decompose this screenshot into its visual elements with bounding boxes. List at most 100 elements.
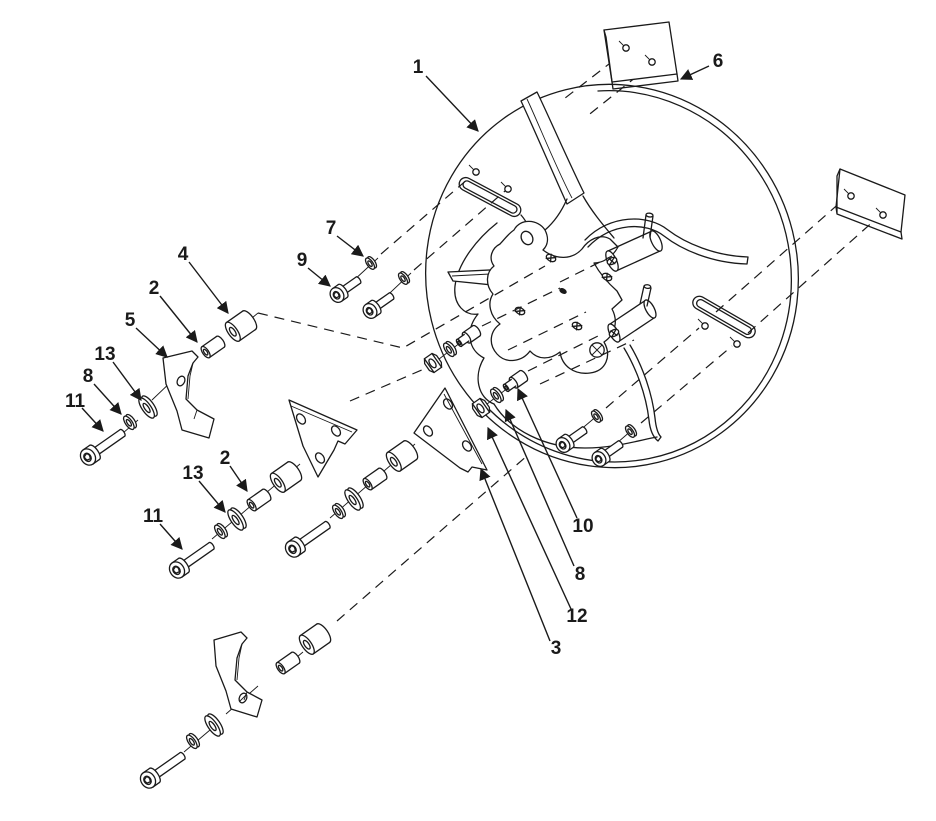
socket-screw: [165, 537, 219, 582]
washer-small: [120, 412, 140, 432]
socket-screw: [281, 516, 335, 561]
bolt-stack-one: [165, 458, 306, 582]
washer-small: [183, 731, 203, 751]
callout-8: 8: [504, 408, 586, 585]
callout-arrow: [93, 383, 122, 415]
spacer-sleeve: [198, 334, 228, 360]
wiper-arm-lower: [623, 344, 662, 442]
callout-3: 3: [479, 467, 562, 659]
axis-hidden-through-hub: [507, 255, 635, 385]
callout-10: 10: [517, 387, 594, 537]
callout-label: 1: [413, 57, 424, 78]
callout-11: 11: [143, 506, 183, 550]
callout-arrow: [198, 480, 226, 513]
callout-arrow: [479, 467, 551, 642]
slot-right: [692, 295, 756, 348]
callout-arrow: [135, 327, 168, 358]
callout-label: 11: [65, 391, 86, 412]
bushing: [221, 307, 261, 345]
callout-arrow: [679, 65, 710, 80]
socket-screw-short: [359, 288, 398, 322]
callout-13: 13: [94, 344, 142, 401]
standoff-upper: [605, 212, 663, 272]
standoff-pin: [642, 214, 654, 239]
washer: [396, 269, 412, 287]
callout-label: 8: [83, 366, 94, 387]
nut-group-b: [469, 368, 530, 420]
callout-label: 2: [149, 278, 160, 299]
wear-plate-top: [603, 21, 679, 90]
callout-11: 11: [65, 391, 104, 432]
wiper-arm-right: [584, 218, 749, 265]
socket-screw: [76, 424, 130, 469]
hub-hole: [520, 230, 534, 246]
fin-vertical-edge: [526, 98, 573, 199]
callout-arrow: [336, 235, 364, 257]
callout-arrow: [487, 426, 572, 610]
angle-bracket: [162, 350, 215, 439]
nut-group-a: [421, 323, 483, 375]
washer-small: [211, 521, 231, 541]
callout-arrow: [307, 267, 331, 287]
axis-screws-to-left-slot: [380, 177, 506, 271]
callout-7: 7: [326, 218, 364, 257]
disc-face-contour: [454, 222, 498, 405]
axis-right-plate: [715, 199, 877, 334]
callout-arrow: [112, 361, 142, 401]
fin-to-hub-links: [544, 195, 615, 239]
callout-label: 7: [326, 218, 337, 239]
callout-arrow: [517, 387, 578, 519]
socket-screw-short: [326, 272, 365, 306]
standoff-pin: [639, 285, 652, 307]
callout-2: 2: [220, 448, 248, 492]
callout-4: 4: [178, 244, 229, 314]
callout-8: 8: [83, 366, 122, 415]
callout-arrow: [504, 408, 575, 567]
assembly-axes: [257, 49, 877, 622]
callout-label: 2: [220, 448, 231, 469]
axis-upper-left-group: [257, 265, 546, 349]
callout-arrow: [81, 407, 104, 432]
callout-1: 1: [413, 57, 479, 132]
triangle-bracket-left: [288, 399, 358, 478]
hub-plate: [486, 220, 623, 374]
axis-lower-right-screws: [605, 327, 733, 424]
callout-label: 13: [94, 344, 115, 365]
socket-screw: [136, 747, 190, 792]
callout-label: 3: [551, 638, 562, 659]
hardware-group-upper-left: [76, 307, 261, 469]
washer-large: [224, 505, 250, 533]
hex-nut: [421, 351, 445, 375]
callout-arrow: [159, 295, 198, 343]
callout-label: 8: [575, 564, 586, 585]
axis-bottom-left-group: [336, 454, 529, 622]
callout-6: 6: [679, 51, 724, 80]
hub-center-hole: [559, 288, 567, 294]
callout-12: 12: [487, 426, 588, 627]
callout-label: 9: [297, 250, 308, 271]
callout-label: 13: [182, 463, 203, 484]
axis-top-plate: [559, 49, 652, 118]
bolt-stack-two: [281, 437, 422, 561]
callout-2: 2: [149, 278, 198, 343]
callout-13: 13: [182, 463, 226, 513]
angle-bracket: [213, 631, 263, 718]
callout-label: 11: [143, 506, 164, 527]
wear-plate-right: [835, 168, 906, 240]
disc-rim-edge: [483, 90, 792, 463]
screw-washer-pairs: [326, 254, 412, 322]
callout-label: 12: [566, 606, 587, 627]
standoff-lower: [607, 284, 657, 343]
callout-arrow: [229, 465, 248, 492]
washer-large: [201, 711, 227, 739]
callout-arrow: [159, 523, 183, 550]
callout-label: 6: [713, 51, 724, 72]
axis-nut-group-a: [349, 287, 561, 402]
screw-pairs-lower-right: [552, 407, 639, 470]
bushing: [295, 620, 335, 658]
washer: [363, 254, 379, 272]
callout-arrow: [425, 75, 479, 132]
